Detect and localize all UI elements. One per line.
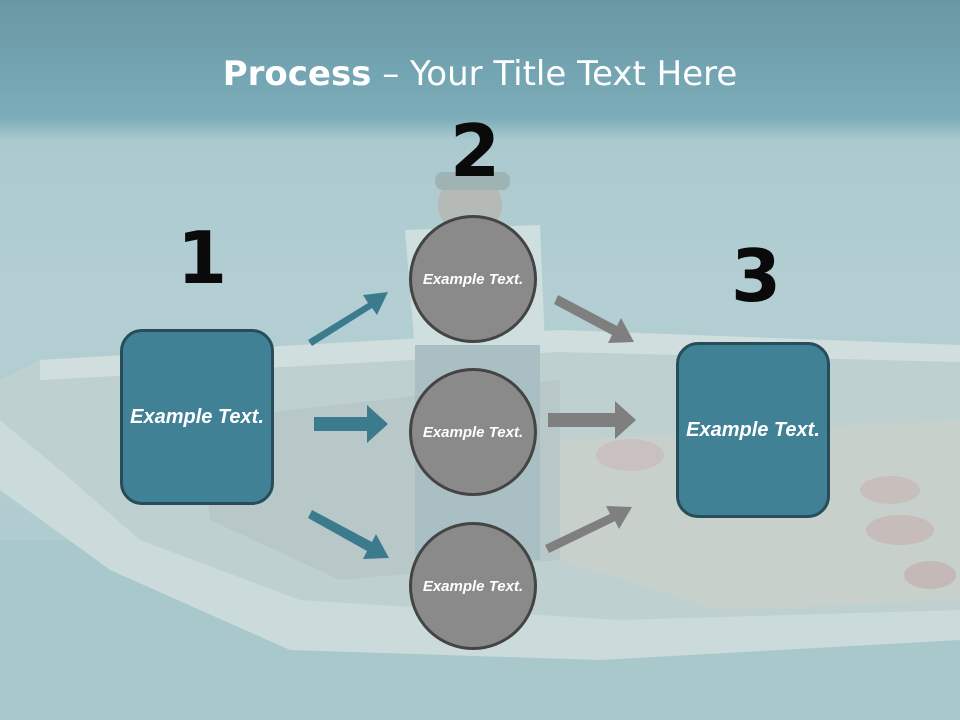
- end-box: Example Text.: [676, 342, 830, 518]
- circle-node-middle: Example Text.: [409, 368, 537, 496]
- arrow-to-top-circle: [308, 292, 388, 346]
- arrow-to-middle-circle: [314, 405, 388, 443]
- circle-node-top: Example Text.: [409, 215, 537, 343]
- arrow-from-bottom-circle: [545, 506, 632, 553]
- circle-node-bottom: Example Text.: [409, 522, 537, 650]
- step-number-2: 2: [450, 109, 501, 193]
- arrow-from-top-circle: [554, 295, 634, 343]
- title-rest: – Your Title Text Here: [371, 54, 738, 94]
- slide-title: Process – Your Title Text Here: [0, 54, 960, 94]
- title-bold: Process: [222, 54, 372, 94]
- step-number-1: 1: [177, 216, 228, 300]
- start-box: Example Text.: [120, 329, 274, 505]
- arrow-to-bottom-circle: [308, 510, 389, 559]
- step-number-3: 3: [731, 234, 782, 318]
- arrow-from-middle-circle: [548, 401, 636, 439]
